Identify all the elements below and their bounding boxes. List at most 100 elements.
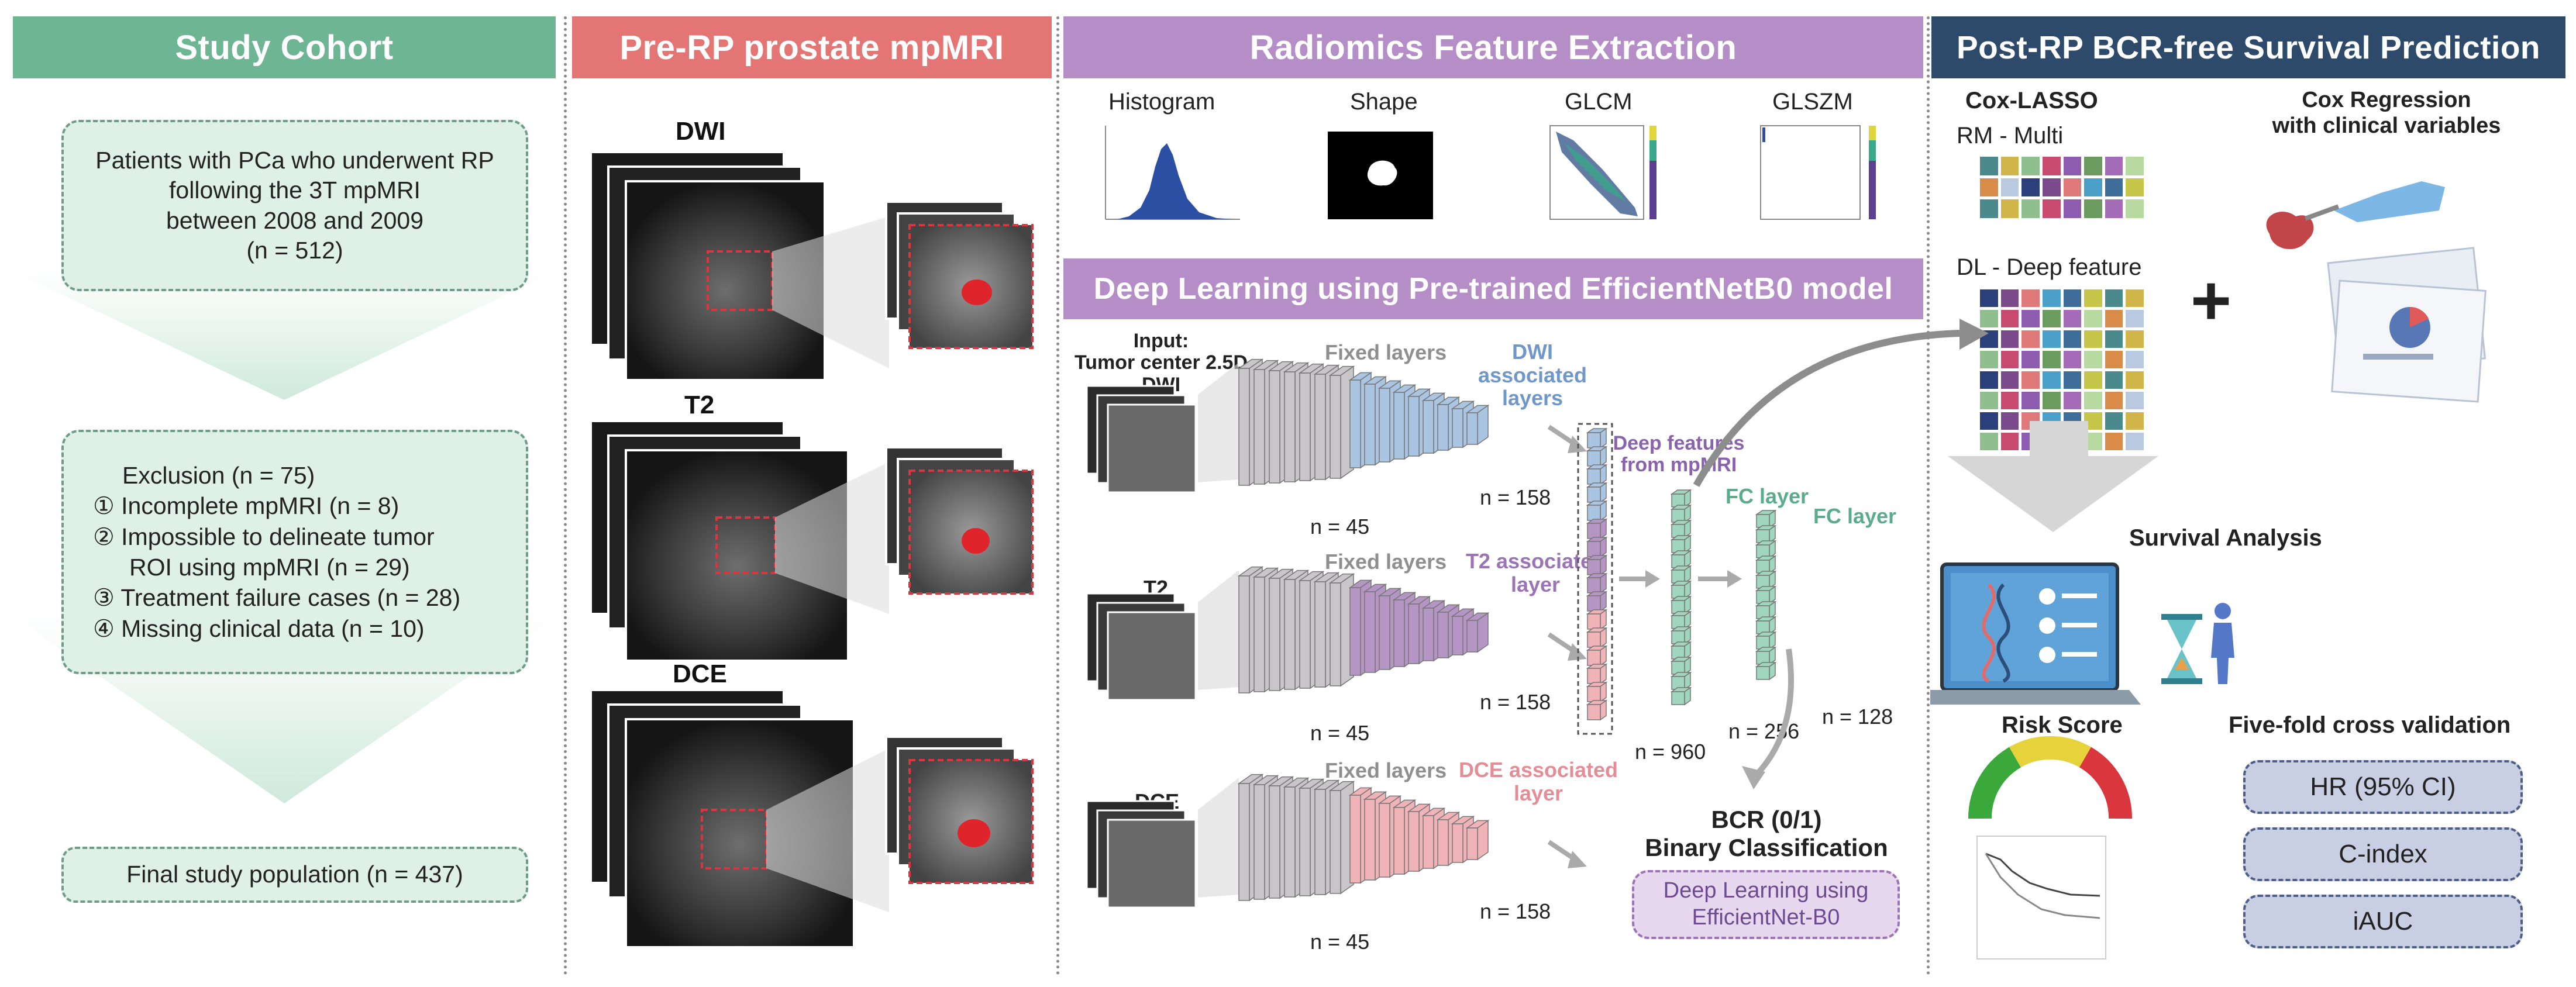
fixed-layer-block — [1269, 578, 1280, 691]
clinical-documents-illustration — [2327, 247, 2487, 403]
feature-cell — [2063, 289, 2082, 307]
associated-layer-block — [1423, 608, 1434, 661]
feature-cell — [2126, 330, 2144, 348]
dwi-stack — [590, 151, 1034, 381]
associated-layer-block — [1477, 404, 1489, 446]
bcr-label: BCR (0/1)Binary Classification — [1645, 806, 1888, 862]
associated-layer-block — [1466, 827, 1478, 860]
feature-cell — [2063, 330, 2082, 348]
associated-layer-block — [1393, 599, 1405, 667]
fc-layer-label-2: FC layer — [1813, 504, 1897, 528]
feature-vector-cell — [1587, 541, 1601, 557]
feature-cell — [2084, 392, 2102, 409]
feature-cell — [2084, 330, 2102, 348]
risk-score-label: Risk Score — [2002, 712, 2123, 738]
feature-cell — [2000, 412, 2019, 430]
feature-cell — [2021, 310, 2040, 327]
feature-cell — [2126, 289, 2144, 307]
feature-cell — [2084, 351, 2102, 368]
associated-layer-block — [1408, 811, 1420, 872]
separator — [1927, 16, 1930, 975]
feature-vector-cell — [1587, 486, 1601, 503]
feature-vector-cell — [1587, 559, 1601, 575]
fixed-layer-block — [1330, 375, 1341, 479]
feature-cell — [1980, 289, 1998, 307]
feature-cell — [2084, 371, 2102, 389]
feature-cell — [2063, 310, 2082, 327]
feature-cell — [2021, 157, 2040, 175]
feature-cell — [1980, 310, 1998, 327]
exclusion-box: Exclusion (n = 75) ① Incomplete mpMRI (n… — [61, 430, 528, 674]
fixed-layers-label-2: Fixed layers — [1325, 550, 1447, 574]
deep-learning-network — [1086, 358, 1794, 909]
feature-cell — [1980, 371, 1998, 389]
fixed-layer-block — [1253, 577, 1265, 692]
feature-cell — [2000, 371, 2019, 389]
feature-cell — [2000, 199, 2019, 218]
mri-image-stacks — [590, 151, 1034, 948]
feature-cell — [2000, 330, 2019, 348]
down-arrow-graphic — [1948, 421, 2158, 532]
feature-cell — [2084, 199, 2102, 218]
associated-layer-block — [1364, 384, 1376, 465]
n45-label-3: n = 45 — [1310, 930, 1370, 954]
n45-label-1: n = 45 — [1310, 515, 1370, 539]
feature-shape-label: Shape — [1350, 89, 1418, 115]
feature-cell — [2000, 157, 2019, 175]
associated-layer-block — [1423, 400, 1434, 454]
header-deep-learning: Deep Learning using Pre-trained Efficien… — [1063, 258, 1923, 319]
shape-mask — [1328, 132, 1433, 219]
feature-cell — [2021, 289, 2040, 307]
fixed-layer-block — [1314, 789, 1326, 895]
feature-vector-frame — [1577, 423, 1613, 735]
feature-cell — [2126, 310, 2144, 327]
fixed-layer-block — [1330, 582, 1341, 686]
associated-layer-block — [1452, 408, 1463, 448]
person-icon — [2211, 603, 2234, 684]
feature-cell — [2042, 199, 2061, 218]
fixed-layer-block — [1299, 580, 1311, 689]
arrow-head — [1727, 570, 1742, 588]
header-mpmri: Pre-RP prostate mpMRI — [572, 16, 1052, 78]
rm-multi-label: RM - Multi — [1957, 123, 2064, 149]
survival-illustrations — [1930, 181, 2487, 960]
feature-cell — [1980, 157, 1998, 175]
feature-cell — [2021, 178, 2040, 197]
feature-cell — [1980, 199, 1998, 218]
associated-layer-block — [1349, 587, 1361, 676]
feature-cell — [2042, 178, 2061, 197]
feature-cell — [2063, 199, 2082, 218]
fixed-layer-block — [1269, 785, 1280, 899]
bcr-arrow — [1751, 648, 1794, 780]
cox-lasso-label: Cox-LASSO — [1965, 88, 2098, 113]
feature-cell — [2042, 371, 2061, 389]
associated-layer-block — [1437, 612, 1449, 658]
feature-cell — [2126, 351, 2144, 368]
feature-cell — [2126, 392, 2144, 409]
feature-cell — [2105, 289, 2123, 307]
associated-layer-block — [1349, 379, 1361, 468]
header-study-cohort: Study Cohort — [13, 16, 556, 78]
feature-cell — [2084, 178, 2102, 197]
feature-cell — [2126, 433, 2144, 450]
feature-cell — [2084, 289, 2102, 307]
associated-layer-block — [1364, 591, 1376, 673]
metric-c-index: C-index — [2243, 827, 2523, 881]
fixed-layer-block — [1330, 790, 1341, 894]
feature-cell — [2105, 330, 2123, 348]
feature-cell — [2084, 310, 2102, 327]
feature-vector-cell — [1587, 432, 1601, 448]
feature-histogram-label: Histogram — [1108, 89, 1215, 115]
feature-cell — [2000, 310, 2019, 327]
n45-label-2: n = 45 — [1310, 721, 1370, 745]
feature-cell — [2063, 392, 2082, 409]
dl-deep-feature-label: DL - Deep feature — [1957, 254, 2142, 280]
metric-hr: HR (95% CI) — [2243, 760, 2523, 814]
feature-cell — [2063, 178, 2082, 197]
km-curve-plot — [1976, 836, 2106, 960]
feature-cell — [2126, 371, 2144, 389]
header-radiomics: Radiomics Feature Extraction — [1063, 16, 1923, 78]
